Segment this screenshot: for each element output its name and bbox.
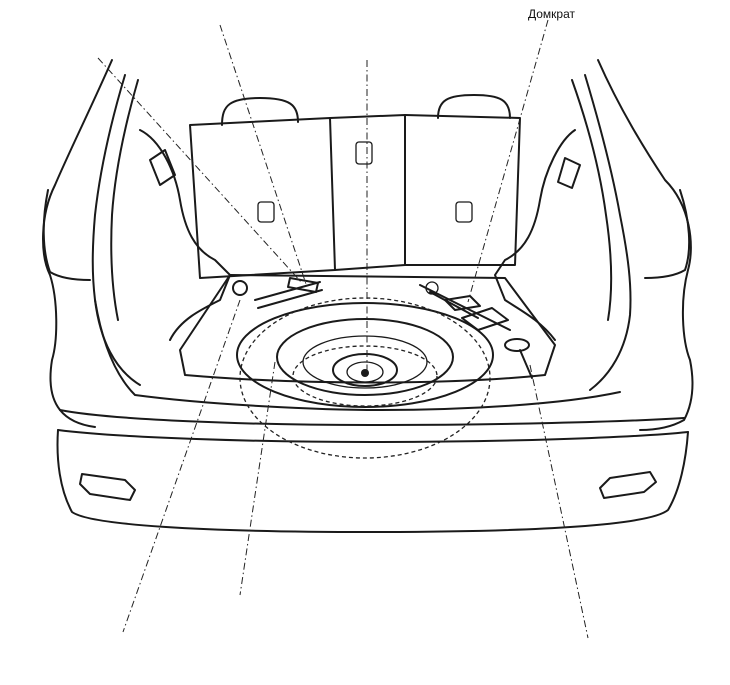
- jack-label: Домкрат: [528, 7, 576, 21]
- tools-kit: [232, 277, 323, 309]
- spare-wheel: [236, 297, 494, 459]
- leader-lines: [97, 19, 589, 639]
- wheel-wrench: [504, 338, 533, 379]
- jack: [419, 281, 511, 331]
- car-body-outline: [42, 59, 694, 533]
